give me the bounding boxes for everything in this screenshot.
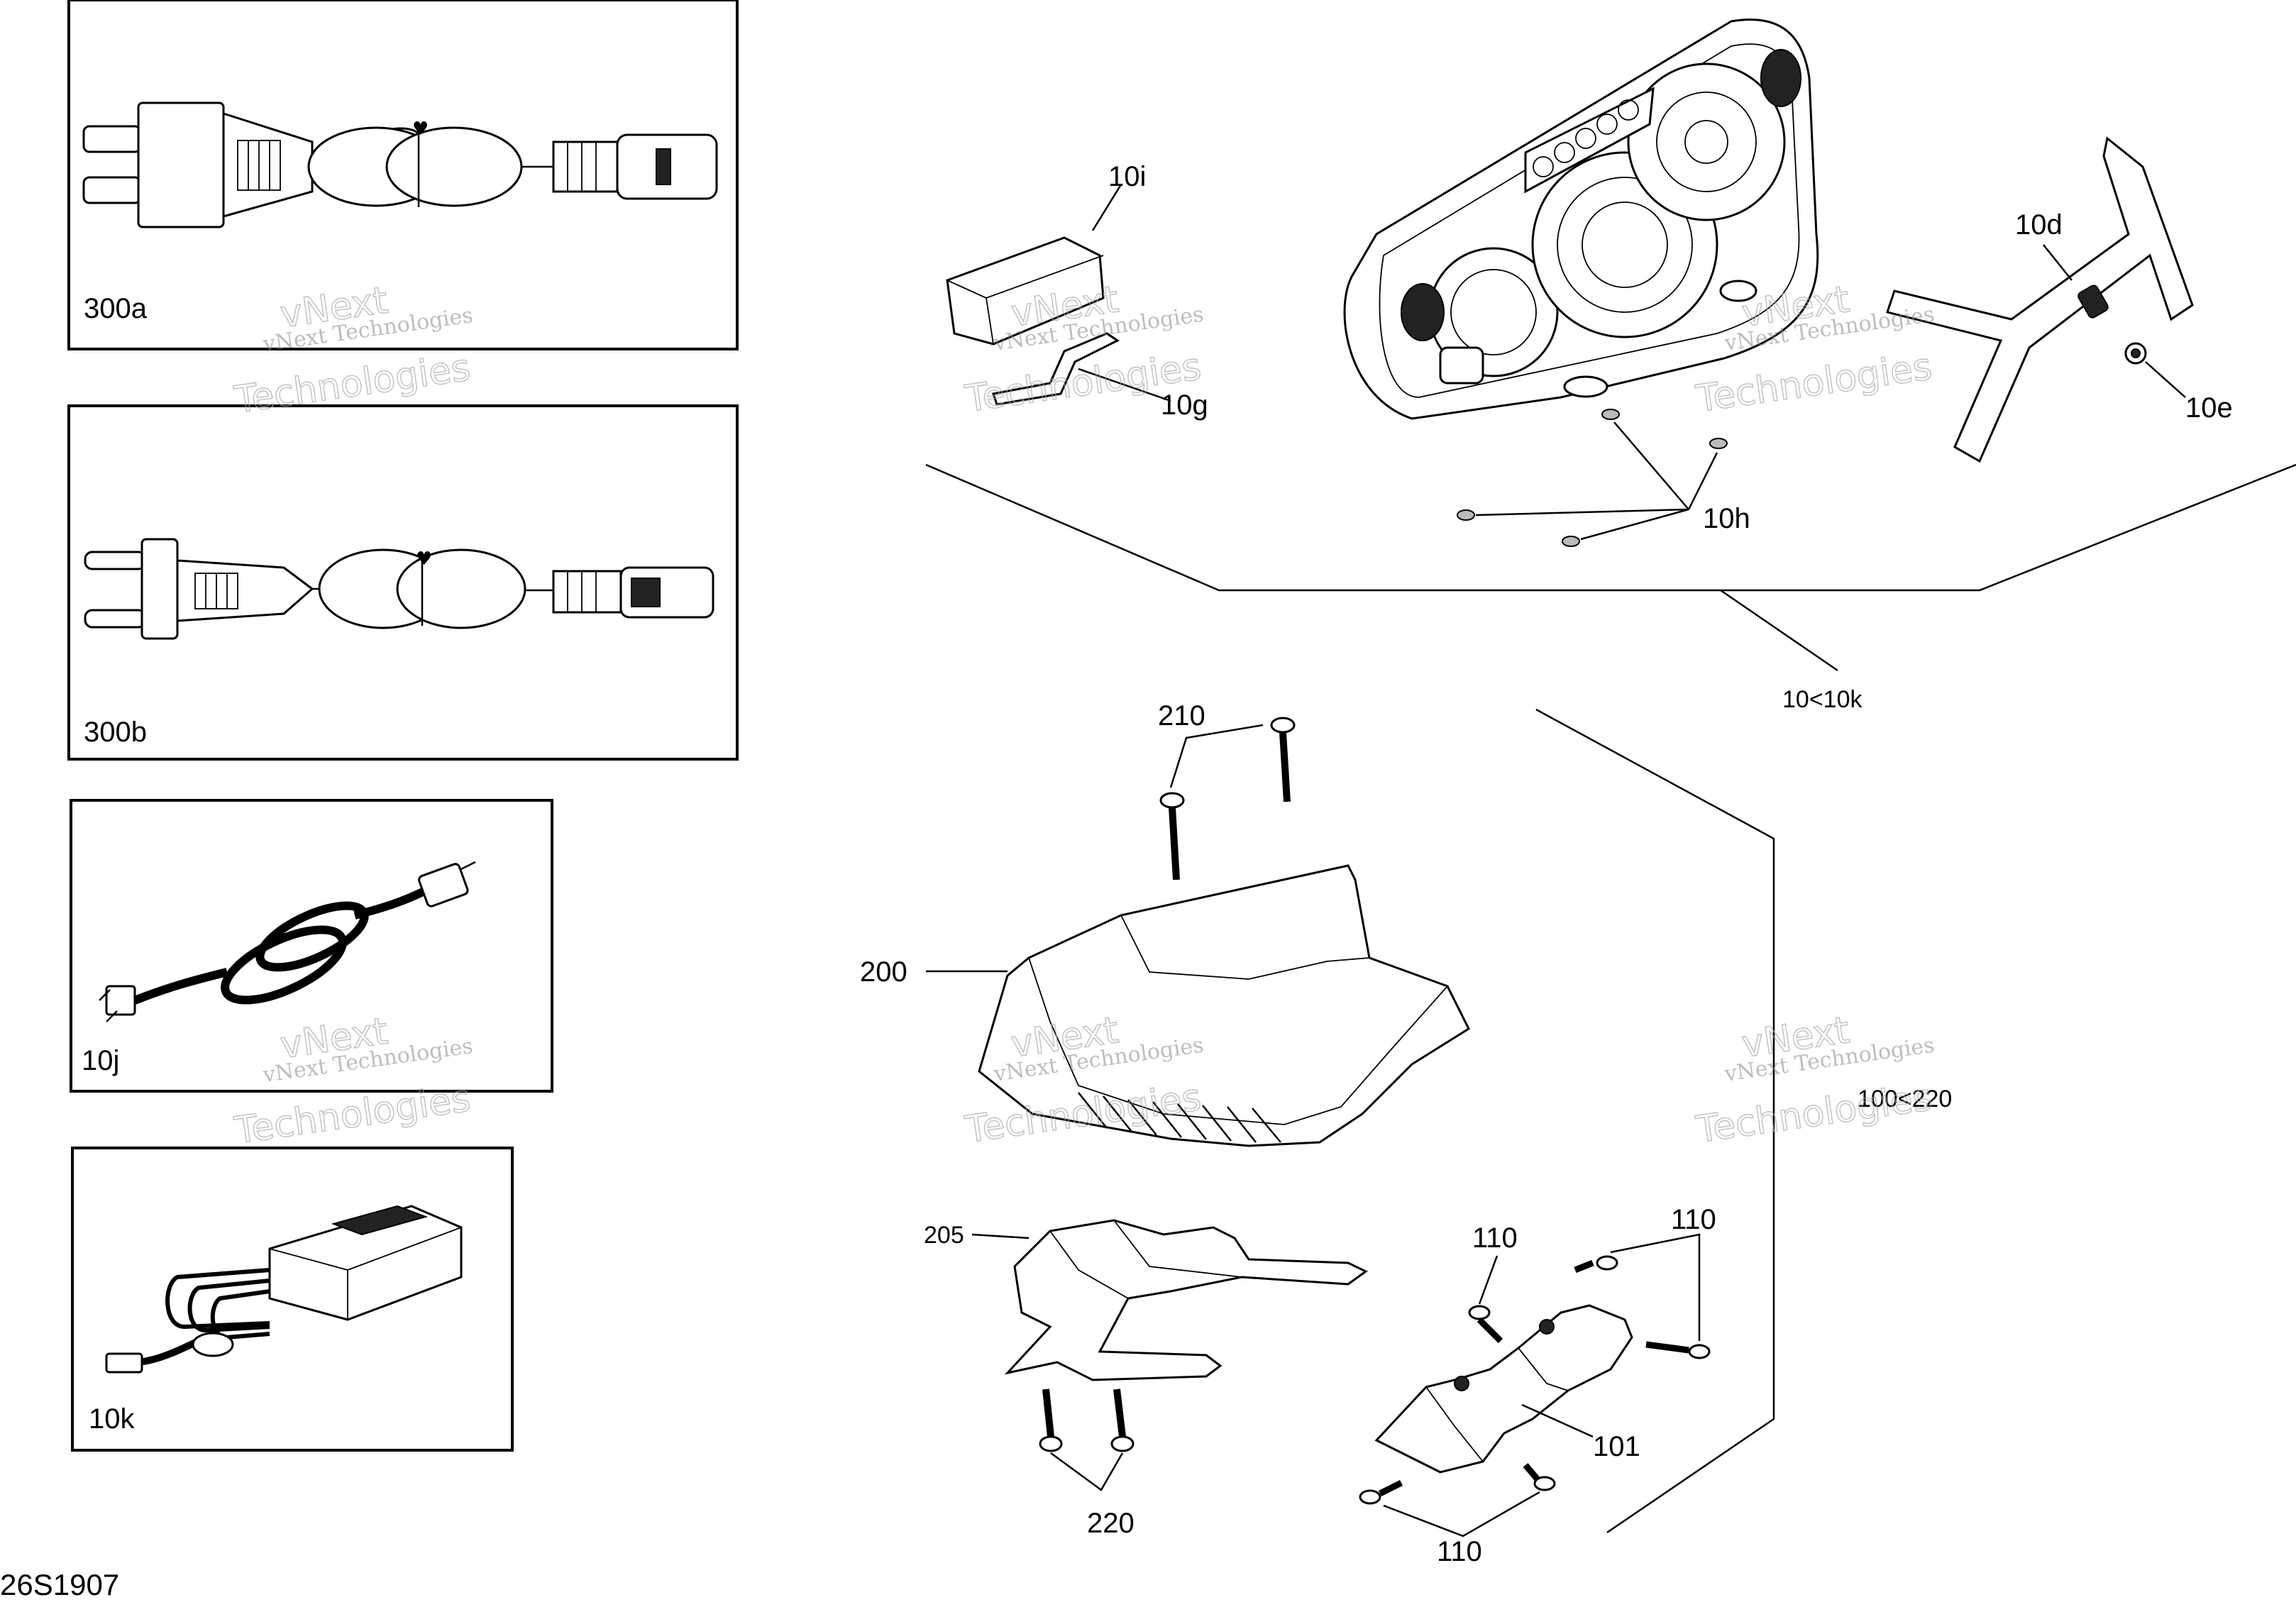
us-power-cord-illustration [99, 861, 476, 1022]
svg-text:Technologies: Technologies [1693, 1076, 1934, 1152]
screws-220 [1039, 1388, 1135, 1491]
callout-10d: 10d [2015, 209, 2063, 241]
charger-illustration [105, 1205, 463, 1374]
inset-label-10j: 10j [82, 1045, 119, 1076]
bracket-10d [1886, 136, 2194, 463]
screws-110 [1359, 1233, 1711, 1537]
svg-text:♥: ♥ [412, 118, 429, 140]
uk-power-cord-illustration: ♥ [82, 101, 718, 228]
callout-10-10k: 10<10k [1782, 686, 1862, 713]
euro-power-cord-illustration: ♥ [84, 538, 714, 640]
callout-200: 200 [860, 956, 907, 988]
callout-210: 210 [1158, 700, 1205, 731]
callout-10h: 10h [1703, 503, 1750, 534]
inset-box-300a: ♥ 300a [67, 0, 739, 350]
inset-label-300a: 300a [84, 293, 148, 324]
watermark-6: vNext vNext Technologies Technologies [1693, 1009, 1936, 1152]
clip-10g [992, 332, 1171, 406]
diagram-code: 26S1907 [0, 1568, 119, 1601]
inset-label-10k: 10k [89, 1403, 135, 1435]
inset-box-10k: 10k [71, 1147, 514, 1452]
group-10-lines [925, 463, 2296, 672]
group-100-lines [1535, 708, 1775, 1534]
callout-110-upper-right: 110 [1671, 1204, 1716, 1235]
callout-220: 220 [1087, 1508, 1135, 1539]
callout-100-220: 100<220 [1858, 1086, 1952, 1112]
callout-205: 205 [924, 1222, 964, 1249]
bracket-205 [971, 1219, 1368, 1381]
nut-10e [2124, 342, 2186, 398]
callout-10i: 10i [1108, 161, 1146, 192]
support-101 [1374, 1304, 1633, 1474]
callout-110-lower: 110 [1437, 1536, 1482, 1567]
callout-10e: 10e [2185, 392, 2233, 424]
shroud-vents [1078, 1092, 1281, 1143]
connector-10i [946, 184, 1122, 346]
callout-101: 101 [1593, 1431, 1640, 1462]
screws-210 [1159, 717, 1296, 880]
inset-box-10j: 10j [70, 799, 553, 1093]
clips-10h [1457, 409, 1728, 547]
inset-box-300b: ♥ 300b [67, 404, 739, 761]
callout-110-upper-left: 110 [1472, 1222, 1518, 1254]
shroud-200 [926, 864, 1470, 1147]
inset-label-300b: 300b [84, 717, 147, 748]
callout-10g: 10g [1161, 390, 1208, 421]
gauge-cluster-housing [1343, 18, 1819, 420]
svg-text:♥: ♥ [416, 548, 432, 570]
